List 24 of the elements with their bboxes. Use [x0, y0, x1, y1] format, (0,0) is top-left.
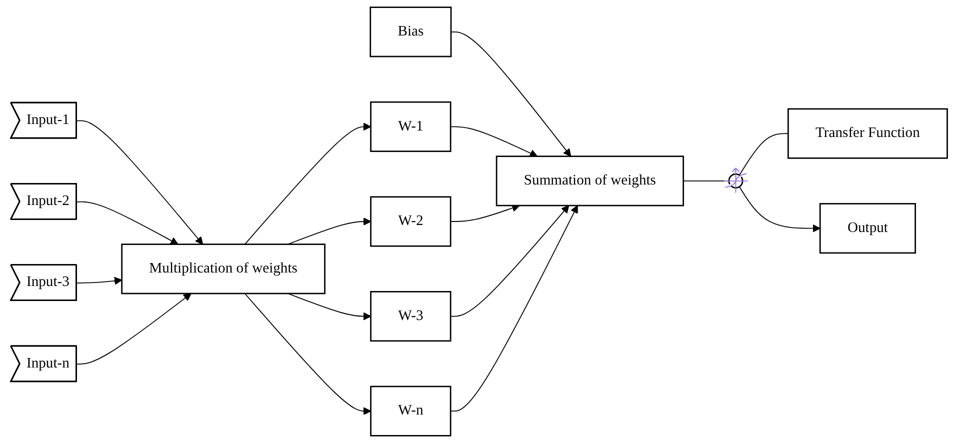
arrow [76, 201, 178, 245]
node-box: Output [819, 203, 916, 254]
arrow [450, 31, 572, 157]
arrow [738, 186, 820, 232]
connector [738, 133, 789, 176]
arrow [76, 120, 204, 245]
node-box: W-n [370, 386, 452, 436]
transfer-curve-drawing [723, 168, 748, 194]
node-box: W-1 [370, 101, 452, 152]
arrow [450, 205, 578, 412]
arrow [244, 122, 372, 245]
arrow [287, 218, 372, 245]
node-box: Summation of weights [496, 156, 684, 206]
arrow [244, 293, 372, 416]
node-box: W-2 [370, 196, 452, 247]
arrow [450, 204, 520, 222]
arrow [450, 126, 538, 157]
node-box: Transfer Function [787, 108, 948, 159]
node-box: Bias [370, 6, 452, 58]
node-box: W-3 [370, 291, 452, 342]
arrow [76, 276, 122, 285]
arrow [450, 205, 570, 317]
node-box: Multiplication of weights [121, 244, 326, 294]
arrow [76, 293, 192, 365]
